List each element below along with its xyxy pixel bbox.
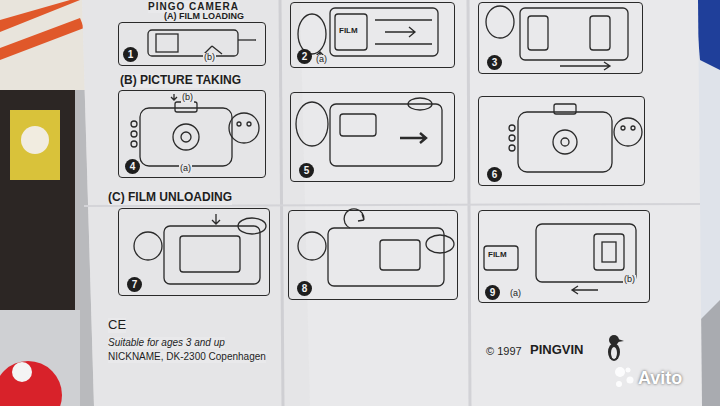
section-heading: (A) FILM LOADING bbox=[164, 11, 244, 21]
toy-print bbox=[10, 110, 60, 180]
address-note: NICKNAME, DK-2300 Copenhagen bbox=[108, 351, 266, 363]
penguin-logo bbox=[608, 335, 624, 361]
instruction-panel: 4 (b) (a) bbox=[118, 90, 266, 178]
callout-letter: (b) bbox=[203, 53, 216, 63]
callout-letter: (a) bbox=[315, 55, 328, 65]
rewind-crank-sketch bbox=[298, 209, 454, 286]
section-heading: (B) PICTURE TAKING bbox=[120, 74, 241, 88]
ce-mark: CE bbox=[108, 318, 126, 333]
instruction-panel: 8 bbox=[288, 210, 458, 300]
camera-open-back bbox=[148, 30, 256, 56]
winding-sketch bbox=[296, 98, 442, 166]
age-note: Suitable for ages 3 and up bbox=[108, 337, 225, 349]
step-number: 7 bbox=[127, 277, 142, 292]
step-number: 2 bbox=[297, 49, 312, 64]
film-removal-sketch bbox=[484, 224, 636, 294]
step-number: 4 bbox=[125, 159, 140, 174]
instruction-panel: 2(a) FILM bbox=[290, 2, 455, 68]
callout-letter: (b) bbox=[623, 275, 636, 285]
dark-toy bbox=[0, 90, 75, 310]
blue-object bbox=[695, 0, 720, 70]
paper-shade bbox=[82, 0, 310, 406]
copyright: © 1997 bbox=[486, 345, 522, 358]
film-label: FILM bbox=[487, 251, 508, 260]
camera-front bbox=[131, 94, 259, 166]
rewind-button-sketch bbox=[134, 214, 266, 284]
watermark: Avito bbox=[638, 368, 682, 389]
toy-face bbox=[21, 126, 49, 154]
step-number: 6 bbox=[487, 167, 502, 182]
instruction-panel: 5 bbox=[290, 92, 455, 182]
striped-object bbox=[0, 0, 90, 90]
instruction-panel: 6 bbox=[478, 96, 645, 186]
fold-line bbox=[468, 0, 470, 406]
brand-name: PINGVIN bbox=[530, 343, 583, 358]
stripes bbox=[0, 0, 84, 60]
instruction-panel: 1 (b) bbox=[118, 22, 266, 66]
red-ball bbox=[0, 361, 62, 406]
instruction-panel: 9 FILM (a) (b) bbox=[478, 210, 650, 303]
step-number: 3 bbox=[487, 55, 502, 70]
film-label: FILM bbox=[338, 27, 359, 36]
close-back-sketch bbox=[486, 6, 628, 70]
camera-front bbox=[509, 104, 642, 172]
step-number: 8 bbox=[297, 281, 312, 296]
step-number: 9 bbox=[485, 285, 500, 300]
fold-line bbox=[280, 0, 283, 406]
callout-letter: (b) bbox=[181, 93, 194, 103]
film-loading-sketch bbox=[298, 8, 438, 60]
step-number: 1 bbox=[123, 47, 138, 62]
ball-highlight bbox=[12, 362, 32, 382]
instruction-panel: 3 bbox=[478, 2, 643, 74]
watermark-logo bbox=[615, 367, 634, 387]
instruction-panel: 7 bbox=[118, 208, 270, 296]
step-number: 5 bbox=[299, 163, 314, 178]
callout-letter: (a) bbox=[179, 164, 192, 174]
section-heading: (C) FILM UNLOADING bbox=[108, 191, 232, 205]
callout-letter: (a) bbox=[509, 289, 522, 299]
paper-sheet bbox=[82, 0, 702, 406]
